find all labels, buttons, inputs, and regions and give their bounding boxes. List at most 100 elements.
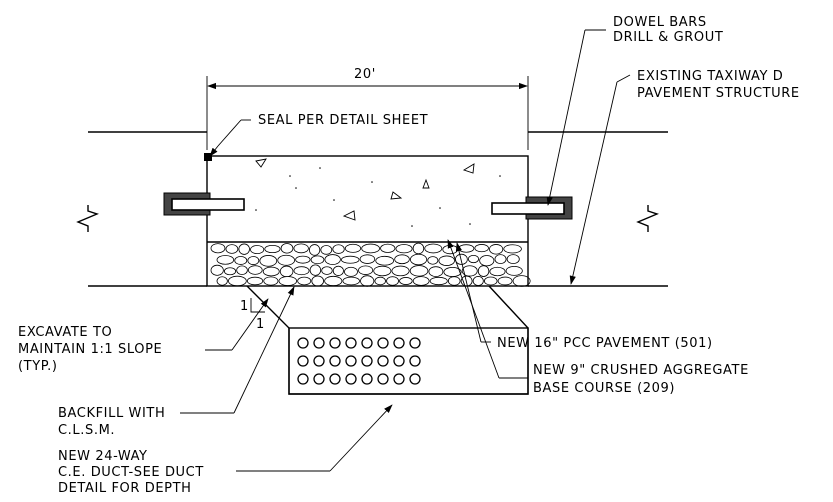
- aggregate-stone: [279, 265, 294, 278]
- aggregate-stone: [246, 276, 264, 286]
- label-existing-line-1: EXISTING TAXIWAY D: [637, 69, 783, 84]
- aggregate-stone: [391, 265, 410, 277]
- duct-conduit: [313, 337, 325, 349]
- label-duct-line-3: DETAIL FOR DEPTH: [58, 481, 192, 496]
- duct-conduit: [297, 373, 309, 385]
- dimension-20ft: 20': [206, 67, 529, 150]
- aggregate-stone: [309, 264, 322, 276]
- duct-conduit: [393, 373, 405, 385]
- aggregate-stone: [210, 243, 226, 254]
- aggregate-stone: [332, 265, 344, 276]
- aggregate-stone: [359, 254, 376, 264]
- aggregate-stone: [483, 276, 498, 286]
- aggregate-stone: [472, 276, 484, 286]
- label-backfill: BACKFILL WITH C.L.S.M.: [58, 406, 170, 438]
- label-existing-pavement: EXISTING TAXIWAY D PAVEMENT STRUCTURE: [637, 69, 800, 101]
- aggregate-stone: [309, 244, 321, 256]
- aggregate-stone: [264, 244, 281, 254]
- aggregate-stone: [278, 276, 298, 286]
- label-backfill-line-2: C.L.S.M.: [58, 423, 115, 438]
- label-duct: NEW 24-WAY C.E. DUCT-SEE DUCT DETAIL FOR…: [58, 449, 209, 496]
- aggregate-base-course: [207, 242, 531, 287]
- aggregate-stone: [223, 267, 237, 276]
- duct-conduit: [409, 355, 421, 367]
- aggregate-stone: [216, 255, 235, 265]
- aggregate-stone: [373, 265, 392, 277]
- aggregate-stone: [395, 244, 413, 254]
- aggregate-stone: [321, 266, 333, 275]
- aggregate-stone: [238, 243, 250, 255]
- duct-conduit: [393, 355, 405, 367]
- aggregate-stone: [503, 244, 522, 254]
- aggregate-stone: [380, 243, 396, 253]
- label-aggregate-line-1: NEW 9" CRUSHED AGGREGATE: [533, 363, 749, 378]
- aggregate-stone: [297, 276, 312, 286]
- aggregate-stone: [489, 266, 506, 277]
- aggregate-stone: [247, 265, 263, 275]
- label-aggregate: NEW 9" CRUSHED AGGREGATE BASE COURSE (20…: [533, 363, 754, 396]
- aggregate-stone: [360, 275, 375, 287]
- aggregate-stone: [374, 276, 386, 286]
- existing-pavement-right: [528, 131, 668, 287]
- label-excavate-line-1: EXCAVATE TO: [18, 325, 112, 340]
- duct-conduit: [313, 355, 325, 367]
- dowel-bar-left: [163, 192, 245, 216]
- aggregate-stone: [263, 276, 279, 286]
- aggregate-stone: [427, 256, 439, 265]
- duct-conduit: [409, 373, 421, 385]
- aggregate-stone: [489, 244, 504, 255]
- aggregate-stone: [479, 255, 495, 267]
- label-seal: SEAL PER DETAIL SHEET: [258, 113, 428, 128]
- duct-conduit: [409, 337, 421, 349]
- duct-conduit: [345, 337, 357, 349]
- aggregate-stone: [234, 256, 248, 265]
- label-dowel-line-2: DRILL & GROUT: [613, 30, 723, 45]
- aggregate-stone: [342, 276, 360, 286]
- aggregate-stone: [332, 244, 345, 254]
- aggregate-stone: [447, 276, 461, 286]
- aggregate-stone: [506, 254, 520, 265]
- aggregate-stone: [428, 266, 444, 277]
- aggregate-stone: [320, 245, 333, 255]
- duct-conduits: [297, 337, 421, 385]
- duct-conduit: [329, 337, 341, 349]
- label-excavate: EXCAVATE TO MAINTAIN 1:1 SLOPE (TYP.): [18, 325, 167, 374]
- duct-conduit: [329, 355, 341, 367]
- slope-indicator: 1 1: [240, 298, 265, 332]
- duct-conduit: [329, 373, 341, 385]
- aggregate-stone: [247, 256, 260, 265]
- label-pcc-line-1: NEW 16" PCC PAVEMENT (501): [497, 336, 713, 351]
- aggregate-stone: [341, 255, 360, 264]
- aggregate-stone: [344, 266, 358, 277]
- aggregate-stone: [497, 276, 513, 286]
- duct-conduit: [361, 373, 373, 385]
- aggregate-stone: [461, 265, 478, 277]
- slope-rise-label: 1: [240, 299, 249, 314]
- leader-lines: [180, 29, 631, 472]
- dimension-label: 20': [354, 67, 376, 82]
- aggregate-stone: [474, 244, 489, 253]
- duct-conduit: [345, 373, 357, 385]
- aggregate-stone: [344, 243, 362, 253]
- aggregate-stone: [505, 265, 523, 276]
- aggregate-stone: [280, 243, 294, 254]
- aggregate-stone: [386, 276, 399, 286]
- duct-conduit: [313, 373, 325, 385]
- label-dowel-bars: DOWEL BARS DRILL & GROUT: [613, 15, 723, 45]
- aggregate-stone: [361, 243, 380, 254]
- label-dowel-line-1: DOWEL BARS: [613, 15, 707, 30]
- aggregate-stone: [277, 254, 296, 266]
- aggregate-stone: [210, 264, 224, 276]
- duct-conduit: [393, 337, 405, 349]
- aggregate-stone: [324, 254, 341, 265]
- aggregate-stone: [399, 277, 413, 285]
- label-backfill-line-1: BACKFILL WITH: [58, 406, 165, 421]
- aggregate-stone: [458, 244, 475, 253]
- aggregate-stone: [375, 255, 395, 266]
- duct-conduit: [361, 337, 373, 349]
- aggregate-stone: [412, 242, 425, 255]
- aggregate-stone: [293, 266, 310, 276]
- dowel-bar-right: [491, 196, 573, 220]
- aggregate-stone: [412, 276, 430, 286]
